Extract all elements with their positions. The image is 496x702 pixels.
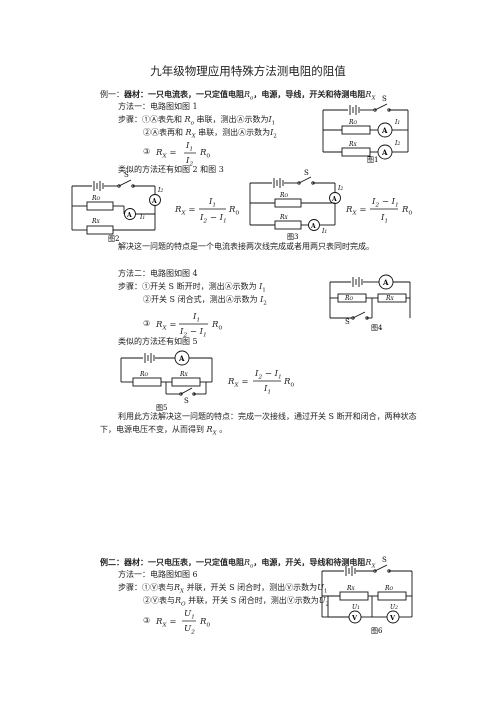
summary-1: 解决这一问题的特点是一个电流表接两次线完成或者用两只表同时完成。: [118, 242, 374, 251]
fig2-rx-label: RX: [91, 218, 101, 225]
fig3-i1-label: I1: [321, 228, 327, 235]
fig5-caption: 图5: [156, 404, 167, 412]
method1-step3: ③: [143, 147, 151, 156]
fig1-ammeter-2: A: [381, 148, 388, 157]
fig6-u2-label: U2: [390, 604, 398, 611]
summary-2-line2: 下，电源电压不变，从而得到 RX 。: [100, 425, 228, 437]
fig5-switch-label: S: [184, 397, 189, 405]
fig1-switch-label: S: [382, 95, 387, 103]
example1-heading: 例一：器材：一只电流表，一只定值电阻Ro，电源，导线，开关和待测电阻RX: [100, 89, 376, 102]
fig6-voltmeter-2: V: [389, 614, 396, 622]
fig1-r0-label: RO: [348, 119, 358, 126]
fig3-i2-label: I2: [337, 185, 343, 192]
fig3-rx-label: RX: [279, 214, 289, 221]
fig2-ammeter-1: A: [151, 198, 157, 205]
fig4-ammeter: A: [382, 278, 389, 287]
fig4-rx-label: RX: [385, 295, 395, 302]
fig6-switch-label: S: [382, 556, 387, 564]
fig5-r0-label: RO: [139, 371, 149, 378]
fig1-caption: 图1: [367, 156, 378, 164]
fig2-i2-label: I2: [157, 187, 163, 194]
fig3-ammeter-2: A: [310, 223, 316, 230]
fig4-switch-label: S: [345, 318, 350, 326]
fig2-ammeter-2: A: [126, 212, 132, 219]
fig1-i1-label: I1: [394, 119, 400, 126]
fig5-rx-label: RX: [179, 371, 189, 378]
fig2-switch-label: S: [124, 171, 129, 179]
fig6-r0-label: RO: [384, 585, 394, 592]
fig3-ammeter-1: A: [331, 196, 337, 203]
fig6-u1-label: U1: [352, 604, 360, 611]
method2-title: 方法二：电路图如图 4: [118, 269, 198, 278]
method2-step1: 步骤：①开关 S 断开时，测出Ⓐ示数为 I1: [118, 282, 266, 294]
fig4-r0-label: RO: [344, 295, 354, 302]
method1-step1: 步骤：①Ⓐ表先和 Ro 串联，测出Ⓐ示数为I1: [118, 115, 276, 127]
fig6-voltmeter-1: V: [351, 614, 358, 622]
ex2-step3: ③: [143, 616, 151, 625]
fig2-r0-label: RO: [91, 195, 101, 202]
ex2-method1-title: 方法一：电路图如图 6: [118, 570, 198, 579]
fig3-r0-label: RO: [279, 192, 289, 199]
fig1-i2-label: I2: [394, 140, 400, 147]
fig2-caption: 图2: [108, 235, 119, 243]
page-title: 九年级物理应用特殊方法测电阻的阻值: [150, 64, 346, 78]
figure-3-circuit: [249, 176, 341, 231]
fig5-ammeter: A: [178, 354, 185, 363]
fig2-i1-label: I1: [139, 214, 145, 221]
fraction-bars: [179, 152, 398, 622]
fig6-caption: 图6: [371, 627, 383, 635]
example2-heading: 例二：器材：一只电压表，一只定值电阻Ro，电源，开关，导线和待测电阻RX: [100, 557, 376, 570]
figure-1-circuit: [322, 103, 409, 160]
method2-step2: ②开关 S 闭合式，测出Ⓐ示数为 I2: [143, 295, 267, 307]
fig4-caption: 图4: [371, 324, 383, 332]
fig6-rx-label: RX: [346, 585, 356, 592]
figure-2-circuit: [71, 179, 161, 235]
similar-note-2: 类似的方法还有如图 5: [118, 337, 198, 346]
fig1-rx-label: RX: [348, 141, 358, 148]
summary-2-line1: 利用此方法解决这一问题的特点：完成一次接线，通过开关 S 断开和闭合，两种状态: [118, 412, 417, 421]
fig1-ammeter-1: A: [381, 126, 388, 135]
method1-title: 方法一：电路图如图 1: [118, 102, 198, 111]
fig3-caption: 图3: [287, 233, 298, 241]
method2-step3: ③: [143, 319, 151, 328]
method1-step2: ②Ⓐ表再和 RX 串联，测出Ⓐ示数为I2: [143, 128, 277, 140]
figure-6-circuit: [321, 564, 413, 624]
ex2-step1: 步骤：①Ⓥ表与RX 并联，开关 S 闭合时，测出Ⓥ示数为U1: [118, 583, 328, 595]
fig3-switch-label: S: [304, 169, 309, 177]
similar-note-1: 类似的方法还有如图 2 和图 3: [118, 165, 224, 174]
figure-4-circuit: [329, 274, 411, 320]
figure-5-circuit: [120, 350, 213, 396]
